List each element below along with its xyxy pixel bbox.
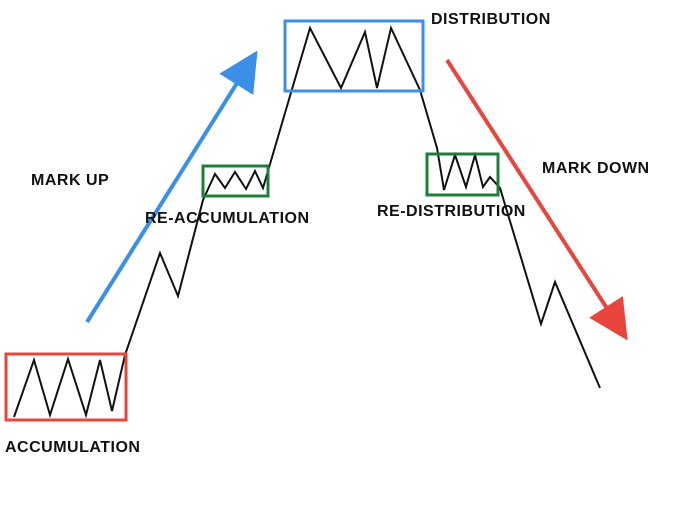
mark-down-label: MARK DOWN xyxy=(542,160,650,177)
re-distribution-label: RE-DISTRIBUTION xyxy=(377,203,526,220)
price-line xyxy=(13,24,601,419)
accumulation-label: ACCUMULATION xyxy=(5,439,140,456)
distribution-box xyxy=(283,19,425,93)
mark-up-label: MARK UP xyxy=(31,172,109,189)
mark-up-arrow xyxy=(85,50,258,324)
re-accumulation-label: RE-ACCUMULATION xyxy=(145,210,310,227)
accumulation-box xyxy=(4,352,128,422)
distribution-label: DISTRIBUTION xyxy=(431,11,551,28)
mark-down-arrow xyxy=(445,58,628,341)
re-distribution-box xyxy=(425,152,500,197)
re-accumulation-box xyxy=(201,164,270,198)
